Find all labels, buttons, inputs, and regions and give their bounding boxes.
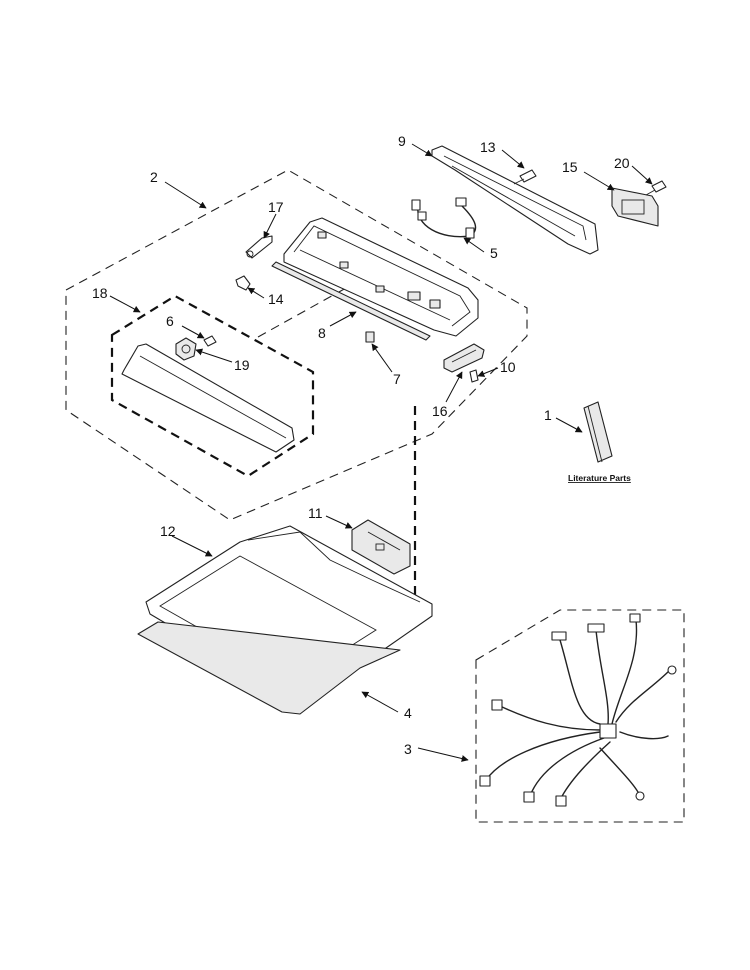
- callout-10: 10: [500, 359, 516, 375]
- part-16-switch: [443, 343, 485, 373]
- literature-parts-label: Literature Parts: [568, 473, 631, 483]
- part-15-bracket: [611, 187, 659, 227]
- callout-18: 18: [92, 285, 108, 301]
- callout-11: 11: [308, 505, 323, 521]
- callout-17: 17: [268, 199, 284, 215]
- console-assembly-boundary: [65, 169, 528, 521]
- part-17-clip: [245, 235, 273, 259]
- part-6-screw: [203, 335, 217, 347]
- callout-19: 19: [234, 357, 250, 373]
- callout-9: 9: [398, 133, 406, 149]
- callout-3: 3: [404, 741, 412, 757]
- part-3-wire-harness: [479, 613, 677, 807]
- callout-5: 5: [490, 245, 498, 261]
- callout-6: 6: [166, 313, 174, 329]
- callout-7: 7: [393, 371, 401, 387]
- callout-8: 8: [318, 325, 326, 341]
- callout-1: 1: [544, 407, 552, 423]
- part-19-knob: [175, 337, 197, 361]
- part-20-screw: [645, 180, 667, 196]
- part-11-control-board: [351, 519, 411, 575]
- callout-12: 12: [160, 523, 176, 539]
- part-5-wire-leads: [411, 197, 477, 239]
- part-8-strip: [271, 261, 431, 341]
- part-9-console-frame: [431, 145, 599, 255]
- harness-boundary: [475, 609, 685, 823]
- leader-lines: [109, 143, 653, 762]
- callout-labels: 1 2 3 4 5 6 7 8 9 10 11 12 13 14 15 16 1…: [92, 133, 631, 757]
- end-cap-assembly-boundary: [110, 294, 315, 478]
- part-4-gasket: [137, 621, 401, 715]
- callout-16: 16: [432, 403, 448, 419]
- part-7-clip: [365, 331, 375, 343]
- connection-lines: [257, 267, 417, 596]
- part-18-end-cap: [121, 343, 295, 453]
- callout-15: 15: [562, 159, 578, 175]
- part-1-literature: [583, 401, 613, 463]
- callout-4: 4: [404, 705, 412, 721]
- part-13-screw: [513, 169, 537, 185]
- callout-13: 13: [480, 139, 496, 155]
- part-10-screw: [469, 369, 479, 383]
- callout-2: 2: [150, 169, 158, 185]
- callout-14: 14: [268, 291, 284, 307]
- console-housing: [283, 217, 479, 337]
- callout-20: 20: [614, 155, 630, 171]
- part-14-clip: [235, 275, 251, 291]
